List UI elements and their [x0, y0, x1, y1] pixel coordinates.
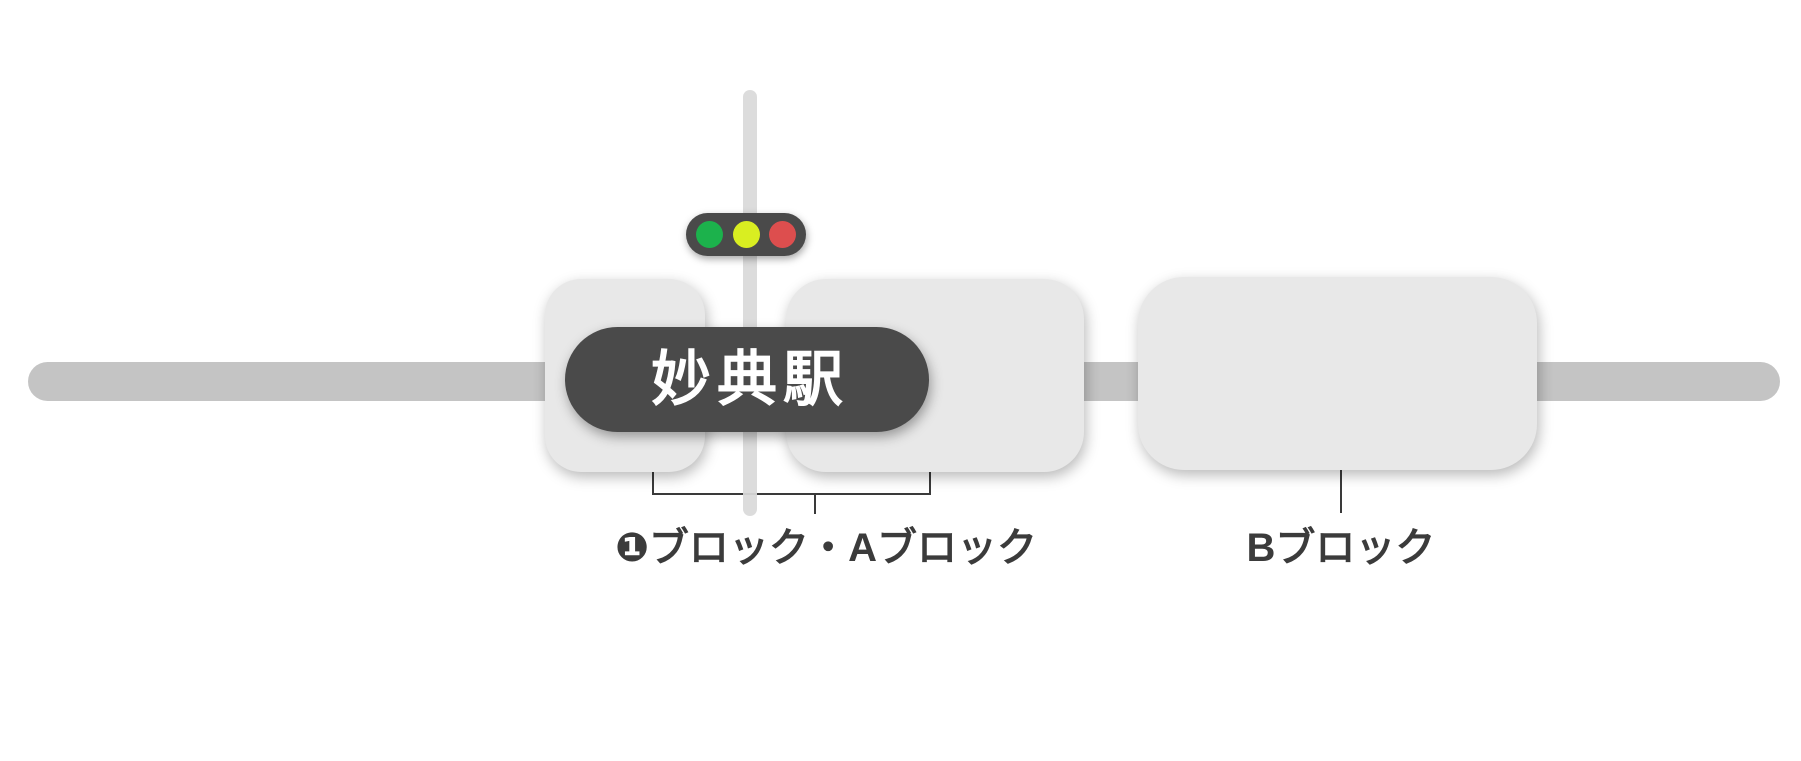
block-b-label: Bブロック: [1246, 526, 1436, 570]
station-name-label: 妙典駅: [651, 345, 849, 413]
block-1a-bracket-bottom-line: [652, 493, 931, 495]
vertical-road: [743, 90, 757, 516]
block-1a-bracket-tick-line: [814, 493, 816, 514]
traffic-light-yellow-lamp-icon: [732, 221, 760, 248]
traffic-light-icon: [686, 213, 806, 256]
station-pill: 妙典駅: [565, 327, 929, 432]
block-b-connector-line: [1340, 470, 1342, 513]
block-1a-label: ❶ブロック・Aブロック: [615, 526, 1037, 570]
traffic-light-red-lamp-icon: [769, 221, 797, 248]
block-1a-bracket-left-line: [652, 472, 654, 495]
block-b: [1138, 277, 1537, 470]
traffic-light-green-lamp-icon: [695, 221, 723, 248]
block-1a-bracket-right-line: [929, 472, 931, 495]
